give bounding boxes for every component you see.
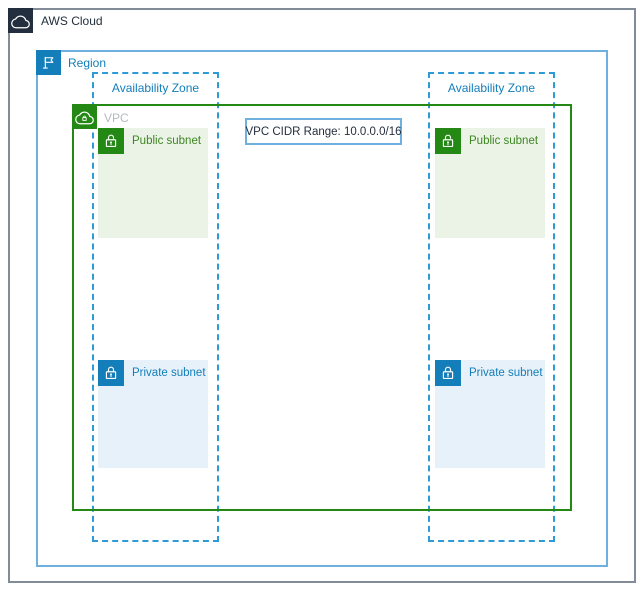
public-subnet-left: Public subnet: [98, 128, 208, 238]
vpc-container: [72, 104, 572, 511]
unlocked-padlock-icon: [98, 128, 124, 154]
aws-cloud-label: AWS Cloud: [41, 14, 103, 28]
public-subnet-label: Public subnet: [469, 135, 539, 147]
public-subnet-header: Public subnet: [435, 128, 545, 154]
availability-zone-label: Availability Zone: [111, 81, 200, 95]
availability-zone-label: Availability Zone: [447, 81, 536, 95]
unlocked-padlock-icon: [435, 128, 461, 154]
private-subnet-label: Private subnet: [469, 367, 543, 379]
region-flag-icon: [36, 50, 61, 75]
private-subnet-header: Private subnet: [98, 360, 208, 386]
aws-cloud-icon: [8, 8, 33, 33]
vpc-cidr-callout: VPC CIDR Range: 10.0.0.0/16: [245, 118, 402, 145]
private-subnet-left: Private subnet: [98, 360, 208, 468]
private-subnet-label: Private subnet: [132, 367, 206, 379]
aws-cloud-container: [8, 8, 636, 583]
locked-padlock-icon: [98, 360, 124, 386]
locked-padlock-icon: [435, 360, 461, 386]
public-subnet-header: Public subnet: [98, 128, 208, 154]
region-container: [36, 50, 608, 567]
vpc-cloud-icon: [72, 104, 97, 129]
private-subnet-right: Private subnet: [435, 360, 545, 468]
availability-zone-left: Availability Zone: [92, 72, 219, 542]
vpc-label: VPC: [104, 111, 129, 125]
private-subnet-header: Private subnet: [435, 360, 545, 386]
availability-zone-right: Availability Zone: [428, 72, 555, 542]
public-subnet-right: Public subnet: [435, 128, 545, 238]
region-label: Region: [68, 56, 107, 70]
public-subnet-label: Public subnet: [132, 135, 202, 147]
